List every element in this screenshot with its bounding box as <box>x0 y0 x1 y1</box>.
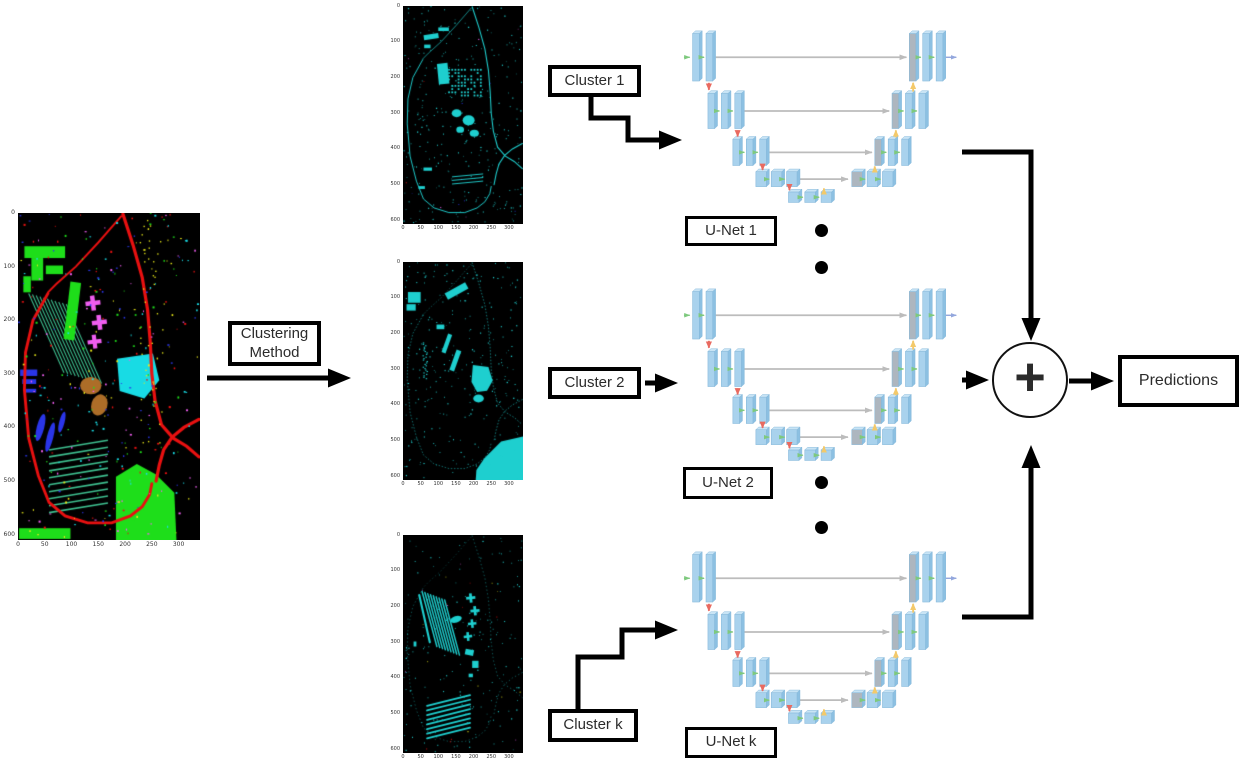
x-axis-tick-label: 200 <box>468 225 479 231</box>
clustering-method-label-line1: Clustering <box>240 324 309 342</box>
y-axis-tick-label: 400 <box>390 674 400 681</box>
y-axis-tick-label: 600 <box>390 472 400 479</box>
y-axis-tick-label: 0 <box>396 531 400 538</box>
y-axis-tick-label: 600 <box>390 745 400 752</box>
ellipsis-dot <box>815 224 828 237</box>
y-axis-tick-label: 400 <box>390 401 400 408</box>
clustering-method-label-line2: Method <box>249 343 300 361</box>
y-axis-tick-label: 200 <box>3 316 15 324</box>
y-axis-tick-label: 300 <box>390 638 400 645</box>
x-axis-tick-label: 50 <box>417 754 424 760</box>
cluster-k-box: Cluster k <box>548 709 638 742</box>
x-axis-tick-label: 0 <box>401 754 405 760</box>
x-axis-tick-label: 50 <box>40 541 49 548</box>
y-axis-tick-label: 0 <box>396 258 400 265</box>
ground-truth-map-image <box>18 213 200 540</box>
unet-k-diagram <box>683 551 963 727</box>
y-axis-tick-label: 500 <box>3 477 15 485</box>
x-axis-tick-label: 250 <box>146 541 158 548</box>
cluster-2-mask-image <box>403 262 523 480</box>
y-axis-tick-label: 500 <box>390 181 400 188</box>
predictions-label: Predictions <box>1138 372 1219 389</box>
y-axis-tick-label: 400 <box>390 145 400 152</box>
unet-1-diagram <box>683 30 963 206</box>
unet-2-label: U-Net 2 <box>702 473 754 491</box>
cluster-1-label: Cluster 1 <box>564 71 625 89</box>
x-axis-tick-label: 150 <box>92 541 104 548</box>
x-axis-tick-label: 100 <box>65 541 78 548</box>
y-axis-tick-label: 200 <box>390 329 400 336</box>
y-axis-tick-label: 400 <box>3 423 15 431</box>
unet-2-diagram <box>683 288 963 464</box>
unet-2-box: U-Net 2 <box>683 467 773 499</box>
x-axis-tick-label: 0 <box>401 481 405 487</box>
x-axis-tick-label: 300 <box>504 225 514 231</box>
x-axis-tick-label: 200 <box>468 481 479 487</box>
cluster-1-mask-image <box>403 6 523 224</box>
x-axis-tick-label: 100 <box>433 481 444 487</box>
y-axis-tick-label: 100 <box>390 294 400 301</box>
cluster-2-box: Cluster 2 <box>548 367 641 399</box>
y-axis-tick-label: 100 <box>3 262 15 270</box>
predictions-box: Predictions <box>1118 355 1239 407</box>
clustering-method-box: Clustering Method <box>228 321 321 366</box>
x-axis-tick-label: 300 <box>172 541 185 548</box>
unet-k-box: U-Net k <box>685 727 777 758</box>
y-axis-tick-label: 100 <box>390 38 400 45</box>
x-axis-tick-label: 200 <box>468 754 479 760</box>
x-axis-tick-label: 250 <box>486 754 496 760</box>
summation-node: + <box>992 342 1068 418</box>
x-axis-tick-label: 300 <box>504 481 514 487</box>
cluster-k-label: Cluster k <box>563 716 623 734</box>
y-axis-tick-label: 600 <box>3 530 15 538</box>
cluster-2-label: Cluster 2 <box>564 373 625 391</box>
y-axis-tick-label: 200 <box>390 73 400 80</box>
y-axis-tick-label: 600 <box>390 216 400 223</box>
y-axis-tick-label: 500 <box>390 710 400 717</box>
y-axis-tick-label: 300 <box>390 109 400 116</box>
unet-1-label: U-Net 1 <box>705 221 757 239</box>
ellipsis-dot <box>815 521 828 534</box>
x-axis-tick-label: 0 <box>16 541 20 548</box>
x-axis-tick-label: 0 <box>401 225 405 231</box>
x-axis-tick-label: 50 <box>417 225 424 231</box>
x-axis-tick-label: 250 <box>486 481 496 487</box>
cluster-k-mask-image <box>403 535 523 753</box>
y-axis-tick-label: 0 <box>396 2 400 9</box>
x-axis-tick-label: 150 <box>451 225 461 231</box>
y-axis-tick-label: 300 <box>3 369 15 377</box>
ellipsis-dot <box>815 476 828 489</box>
unet-k-label: U-Net k <box>705 733 757 751</box>
ellipsis-dot <box>815 261 828 274</box>
plus-icon: + <box>1014 347 1046 407</box>
unet-1-box: U-Net 1 <box>685 216 777 246</box>
y-axis-tick-label: 500 <box>390 437 400 444</box>
y-axis-tick-label: 0 <box>11 209 15 216</box>
y-axis-tick-label: 100 <box>390 567 400 574</box>
x-axis-tick-label: 150 <box>451 754 461 760</box>
y-axis-tick-label: 200 <box>390 602 400 609</box>
x-axis-tick-label: 300 <box>504 754 514 760</box>
x-axis-tick-label: 250 <box>486 225 496 231</box>
x-axis-tick-label: 100 <box>433 754 444 760</box>
y-axis-tick-label: 300 <box>390 365 400 372</box>
cluster-1-box: Cluster 1 <box>548 65 641 97</box>
x-axis-tick-label: 50 <box>417 481 424 487</box>
x-axis-tick-label: 150 <box>451 481 461 487</box>
x-axis-tick-label: 200 <box>119 541 131 548</box>
x-axis-tick-label: 100 <box>433 225 444 231</box>
